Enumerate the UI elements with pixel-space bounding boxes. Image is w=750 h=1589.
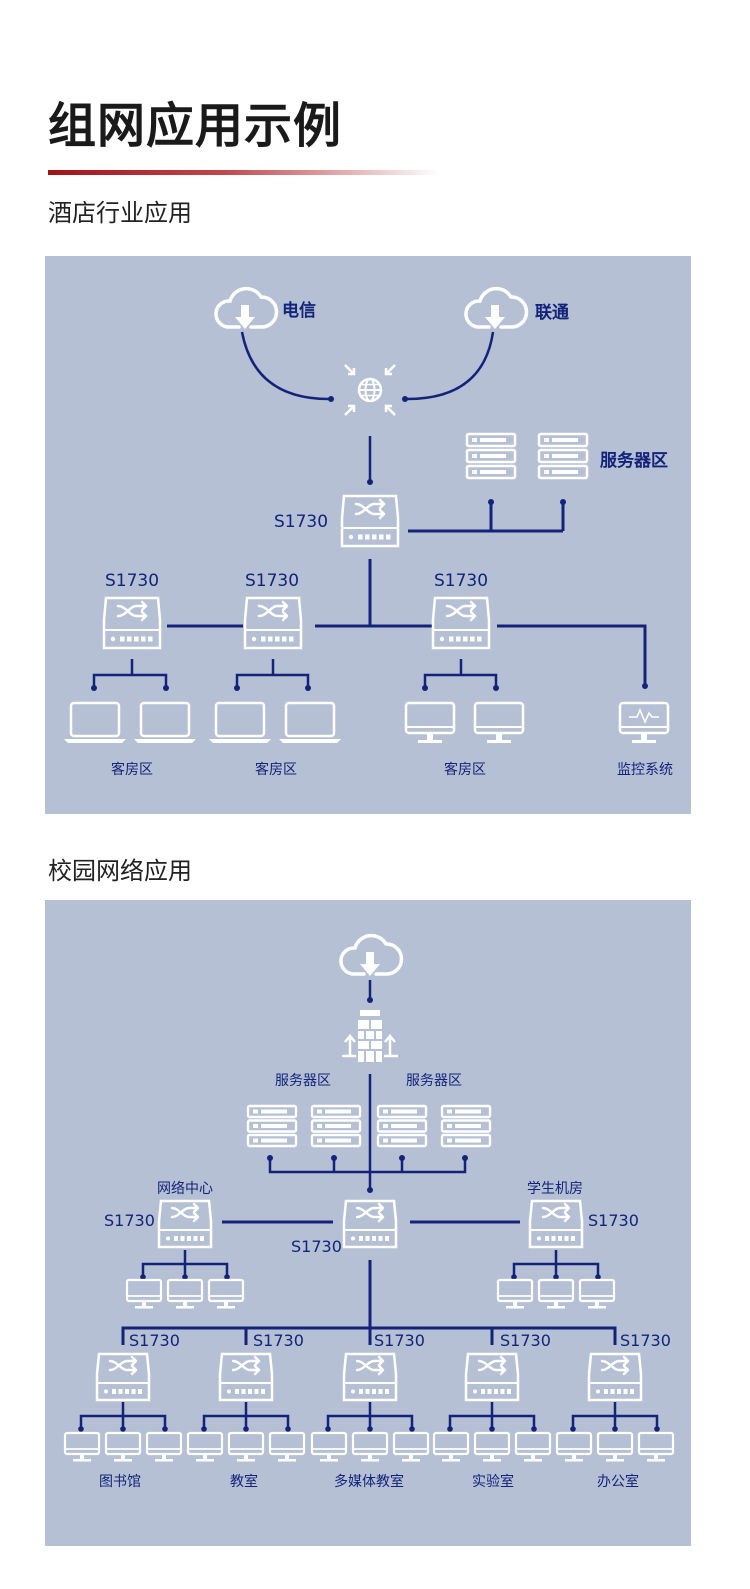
access-switch-2-label: S1730 bbox=[245, 571, 299, 591]
access-switch-1-icon bbox=[102, 596, 162, 650]
multimedia-switch-icon bbox=[342, 1352, 398, 1402]
access-switch-2-icon bbox=[243, 596, 303, 650]
core-switch-icon bbox=[340, 494, 400, 548]
office-switch-label: S1730 bbox=[620, 1331, 671, 1350]
zone-library-label: 图书馆 bbox=[99, 1474, 141, 1490]
pc-group-classroom bbox=[188, 1433, 304, 1462]
server-area-1-label: 服务器区 bbox=[275, 1073, 331, 1089]
zone-guestroom-2-label: 客房区 bbox=[255, 761, 297, 778]
pc-group-library bbox=[65, 1433, 181, 1462]
desktop-icon bbox=[473, 701, 525, 745]
access-switch-3-icon bbox=[431, 596, 491, 650]
campus-network-diagram: 服务器区 服务器区 网络中心 学生机房 S1730 S1730 S1730 S1… bbox=[45, 900, 691, 1546]
pc-group-lab bbox=[434, 1433, 550, 1462]
title-underline bbox=[48, 170, 440, 175]
multimedia-switch-label: S1730 bbox=[374, 1331, 425, 1350]
office-switch-icon bbox=[587, 1352, 643, 1402]
lab-switch-label: S1730 bbox=[500, 1331, 551, 1350]
server-icon bbox=[310, 1104, 362, 1148]
pc-group-left bbox=[127, 1280, 243, 1309]
telecom-link bbox=[240, 331, 332, 401]
server-icon bbox=[440, 1104, 492, 1148]
library-switch-icon bbox=[95, 1352, 151, 1402]
zone-classroom-label: 教室 bbox=[230, 1473, 258, 1490]
monitor-icon bbox=[618, 701, 670, 745]
campus-section-heading: 校园网络应用 bbox=[48, 857, 192, 885]
classroom-switch-icon bbox=[218, 1352, 274, 1402]
lab-switch-icon bbox=[464, 1352, 520, 1402]
desktop-icon bbox=[404, 701, 456, 745]
zone-guestroom-1-label: 客房区 bbox=[111, 761, 153, 778]
access-switch-1-label: S1730 bbox=[105, 571, 159, 591]
pc-group-office bbox=[557, 1433, 673, 1462]
classroom-switch-label: S1730 bbox=[253, 1331, 304, 1350]
unicom-cloud-icon bbox=[464, 286, 529, 331]
zone-lab-label: 实验室 bbox=[472, 1473, 514, 1490]
server-area-label: 服务器区 bbox=[600, 450, 668, 471]
isp-unicom-label: 联通 bbox=[535, 303, 569, 323]
hotel-section-heading: 酒店行业应用 bbox=[48, 199, 192, 227]
zone-multimedia-label: 多媒体教室 bbox=[334, 1473, 404, 1490]
laptop-icon bbox=[62, 701, 128, 745]
left-switch-label: S1730 bbox=[104, 1211, 155, 1230]
firewall-icon bbox=[342, 1010, 398, 1062]
internet-cloud-icon bbox=[339, 933, 404, 978]
core-switch-icon bbox=[342, 1199, 398, 1249]
student-lab-label: 学生机房 bbox=[527, 1181, 583, 1197]
page-title: 组网应用示例 bbox=[48, 98, 343, 154]
server-icon bbox=[465, 432, 517, 480]
laptop-icon bbox=[132, 701, 198, 745]
laptop-icon bbox=[277, 701, 343, 745]
core-switch-label: S1730 bbox=[291, 1237, 342, 1256]
server-icon bbox=[537, 432, 589, 480]
pc-group-multimedia bbox=[312, 1433, 428, 1462]
laptop-icon bbox=[207, 701, 273, 745]
zone-monitoring-label: 监控系统 bbox=[617, 762, 673, 778]
access-switch-3-label: S1730 bbox=[434, 571, 488, 591]
pc-group-right bbox=[498, 1280, 614, 1309]
hotel-network-diagram: 电信 联通 服务器区 S1730 S1730 S1730 S1730 bbox=[45, 256, 691, 814]
zone-office-label: 办公室 bbox=[597, 1473, 639, 1490]
right-switch-label: S1730 bbox=[588, 1211, 639, 1230]
library-switch-label: S1730 bbox=[129, 1331, 180, 1350]
zone-guestroom-3-label: 客房区 bbox=[444, 761, 486, 778]
network-center-label: 网络中心 bbox=[157, 1181, 213, 1197]
server-area-2-label: 服务器区 bbox=[406, 1073, 462, 1089]
right-switch-icon bbox=[528, 1199, 584, 1249]
telecom-cloud-icon bbox=[214, 286, 279, 331]
core-switch-label: S1730 bbox=[274, 512, 328, 532]
server-icon bbox=[376, 1104, 428, 1148]
globe-router-icon bbox=[344, 364, 396, 416]
isp-telecom-label: 电信 bbox=[282, 300, 316, 321]
left-switch-icon bbox=[157, 1199, 213, 1249]
server-icon bbox=[246, 1104, 298, 1148]
unicom-link bbox=[404, 331, 495, 401]
